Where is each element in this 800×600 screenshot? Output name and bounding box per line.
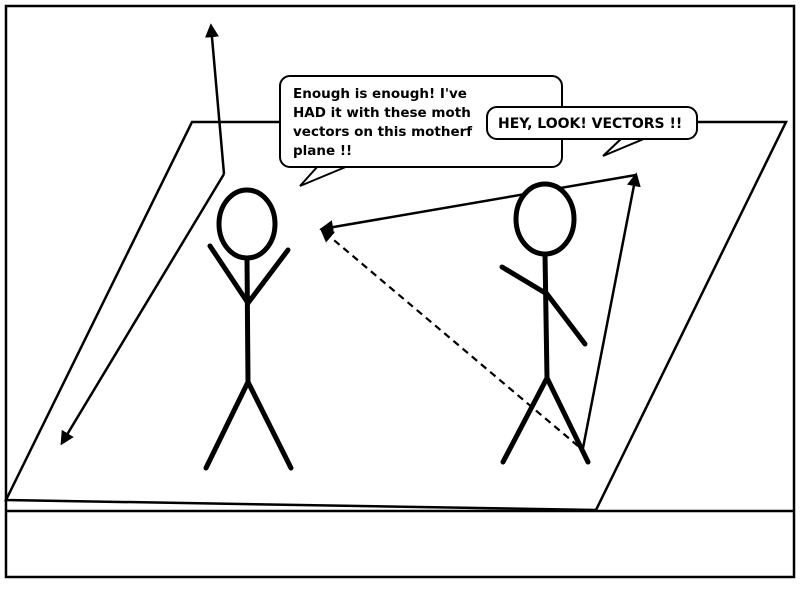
left-speech-line-3: vectors on this motherf	[293, 124, 473, 140]
right-stick-figure	[499, 181, 591, 465]
right-figure-leg-left	[500, 375, 550, 465]
vector-down-left-arrow	[60, 173, 226, 446]
right-figure-arm-right	[544, 291, 588, 347]
vector-dashed-resultant-arrow	[319, 228, 579, 447]
left-speech-line-4: plane !!	[293, 143, 353, 159]
left-figure-arm-right	[245, 247, 291, 306]
vector-up-right-arrow	[581, 172, 641, 449]
right-figure-arm-left	[499, 264, 550, 297]
right-figure-head	[513, 181, 577, 257]
left-figure-arm-left	[207, 243, 251, 306]
left-figure-head	[216, 187, 278, 261]
right-speech-bubble: HEY, LOOK! VECTORS !!	[486, 106, 698, 140]
right-figure-body	[542, 251, 550, 381]
left-figure-body	[244, 255, 251, 385]
left-stick-figure	[203, 187, 294, 471]
vector-up-arrow	[205, 23, 226, 175]
left-speech-line-2: HAD it with these moth	[293, 105, 471, 121]
left-figure-leg-left	[203, 379, 251, 471]
right-speech-text: HEY, LOOK! VECTORS !!	[498, 116, 683, 132]
left-speech-line-1: Enough is enough! I've	[293, 86, 467, 102]
vector-to-left-arrow	[319, 173, 637, 235]
right-figure-leg-right	[544, 375, 591, 465]
left-figure-leg-right	[245, 379, 294, 471]
